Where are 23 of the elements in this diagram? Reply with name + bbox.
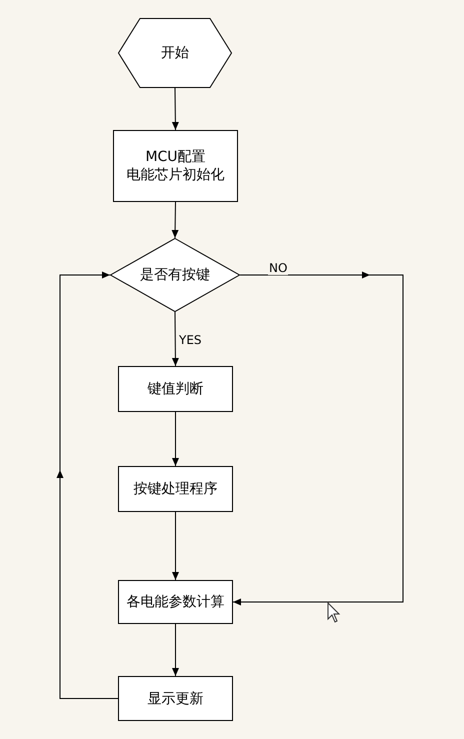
process-box: [113, 130, 238, 202]
process-box: [118, 580, 233, 624]
arrow: [172, 624, 179, 676]
edge-label: NO: [268, 261, 288, 275]
process-box: [118, 676, 233, 721]
arrow: [172, 512, 179, 580]
arrow: [232, 272, 404, 606]
arrow: [56, 272, 118, 699]
node-text: 各电能参数计算: [126, 593, 224, 611]
arrow: [172, 312, 179, 366]
node-text: 是否有按键: [140, 266, 210, 284]
arrow: [172, 88, 179, 130]
node-text: 键值判断: [148, 380, 204, 398]
arrow: [172, 202, 179, 238]
node-text: 开始: [161, 44, 189, 62]
node-text: 按键处理程序: [134, 480, 218, 498]
process-box: [118, 466, 233, 512]
arrow: [172, 412, 179, 466]
edge-label: YES: [178, 333, 203, 347]
process-box: [118, 366, 233, 412]
node-text: 电能芯片初始化: [126, 166, 224, 184]
node-text: MCU配置: [145, 148, 206, 166]
node-text: 显示更新: [148, 690, 204, 708]
